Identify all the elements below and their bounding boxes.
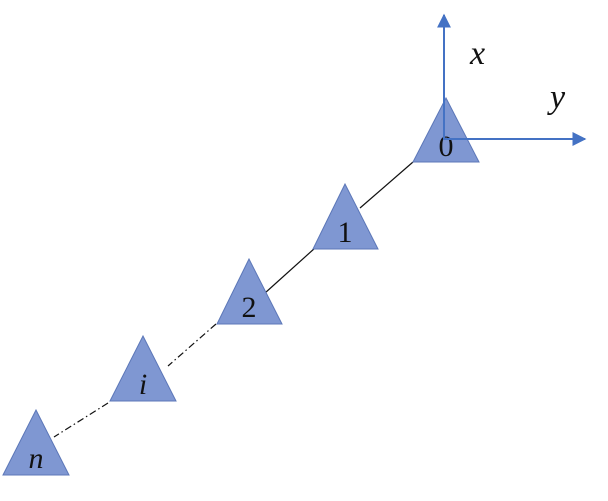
node-2: 2	[216, 257, 283, 325]
x-axis-label: x	[469, 35, 485, 72]
nodes-group: 0 1 2 i n	[2, 96, 480, 476]
node-1-triangle	[312, 182, 379, 250]
node-2-triangle	[216, 257, 283, 325]
node-i-label: i	[139, 368, 147, 401]
link-0-1	[359, 161, 414, 209]
node-1-label: 1	[338, 216, 353, 249]
node-0: 0	[412, 96, 480, 163]
node-0-triangle	[412, 96, 480, 163]
link-2-i	[167, 323, 217, 367]
y-axis-label: y	[547, 79, 566, 116]
node-2-label: 2	[242, 291, 257, 324]
axes-group: x y	[437, 13, 587, 146]
node-n: n	[2, 408, 70, 476]
link-i-n	[53, 402, 109, 438]
node-i: i	[109, 334, 177, 402]
node-0-label: 0	[439, 130, 454, 163]
links-group	[53, 161, 414, 438]
node-n-label: n	[29, 442, 44, 475]
node-i-triangle	[109, 334, 177, 402]
node-n-triangle	[2, 408, 70, 476]
node-1: 1	[312, 182, 379, 250]
link-1-2	[264, 247, 316, 294]
